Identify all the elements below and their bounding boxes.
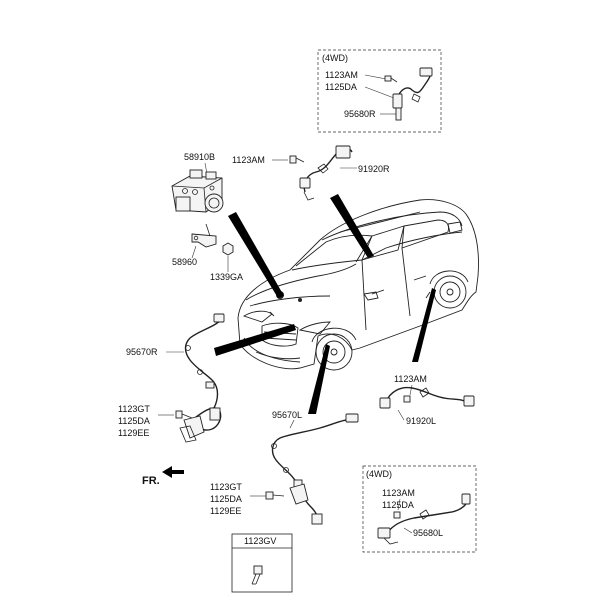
part-label-1129ee: 1129EE xyxy=(118,428,149,438)
part-label-1123am: 1123AM xyxy=(325,70,358,80)
part-label-95680l: 95680L xyxy=(413,528,443,538)
bolt-inset-1123gv: 1123GV xyxy=(231,533,293,593)
front-right-wheel-sensor-cable: 95670R xyxy=(126,313,225,409)
rear-sensor-bracket-r: 1123AM 91920R xyxy=(232,145,390,201)
part-label-1123gt: 1123GT xyxy=(210,482,242,492)
part-label-95670l: 95670L xyxy=(272,410,302,420)
pointer-91920r xyxy=(330,194,374,258)
inset-border xyxy=(362,465,477,553)
part-label-1339ga: 1339GA xyxy=(210,272,243,282)
bolt-head xyxy=(253,565,263,575)
part-label-1123gv: 1123GV xyxy=(244,536,276,546)
part-label-1129ee: 1129EE xyxy=(210,506,241,516)
wheel-speed-sensor-part xyxy=(392,67,433,121)
part-label-1123gt: 1123GT xyxy=(118,404,150,414)
inset-border xyxy=(231,533,293,593)
inset-title: (4WD) xyxy=(366,469,392,479)
bolt-part xyxy=(384,75,398,83)
vehicle-outline xyxy=(237,199,479,371)
inset-title: (4WD) xyxy=(322,53,348,63)
part-label-1123am: 1123AM xyxy=(232,155,265,165)
part-label-58910b: 58910B xyxy=(184,152,215,162)
part-label-1125da: 1125DA xyxy=(210,494,242,504)
wheel-speed-sensor-part xyxy=(377,493,471,545)
front-right-sensor-hardware: 1123GT 1125DA 1129EE xyxy=(118,404,222,443)
part-label-1125da: 1125DA xyxy=(118,416,150,426)
pointer-95670l xyxy=(308,344,330,414)
inset-4wd-rear-right: (4WD) 1123AM 1125DA 95680R xyxy=(317,49,442,133)
part-label-1125da: 1125DA xyxy=(325,82,357,92)
front-left-sensor-hardware: 1123GT 1125DA 1129EE xyxy=(210,482,309,516)
part-label-1125da: 1125DA xyxy=(382,500,414,510)
inset-border xyxy=(317,49,442,133)
part-label-1123am: 1123AM xyxy=(394,374,427,384)
rear-sensor-bracket-l: 1123AM 91920L xyxy=(379,374,475,426)
part-label-91920l: 91920L xyxy=(406,416,436,426)
part-label-58960: 58960 xyxy=(172,257,197,267)
part-label-1123am: 1123AM xyxy=(382,488,415,498)
part-label-91920r: 91920R xyxy=(358,164,390,174)
part-label-95670r: 95670R xyxy=(126,347,158,357)
abs-bracket-part: 58960 xyxy=(172,223,217,267)
inset-4wd-rear-left: (4WD) 1123AM 1125DA 95680L xyxy=(362,465,477,553)
front-direction-indicator: FR. xyxy=(142,466,184,487)
abs-module-part: 58910B xyxy=(171,152,224,213)
arrow-icon xyxy=(162,466,184,478)
location-pointers xyxy=(214,194,436,414)
pointer-95670r xyxy=(214,324,296,356)
front-left-wheel-sensor-cable: 95670L xyxy=(271,410,359,525)
nut-part: 1339GA xyxy=(210,242,243,282)
part-label-95680r: 95680R xyxy=(344,109,376,119)
front-label: FR. xyxy=(142,475,160,487)
pointer-abs xyxy=(228,212,284,298)
pointer-91920l xyxy=(412,288,436,362)
